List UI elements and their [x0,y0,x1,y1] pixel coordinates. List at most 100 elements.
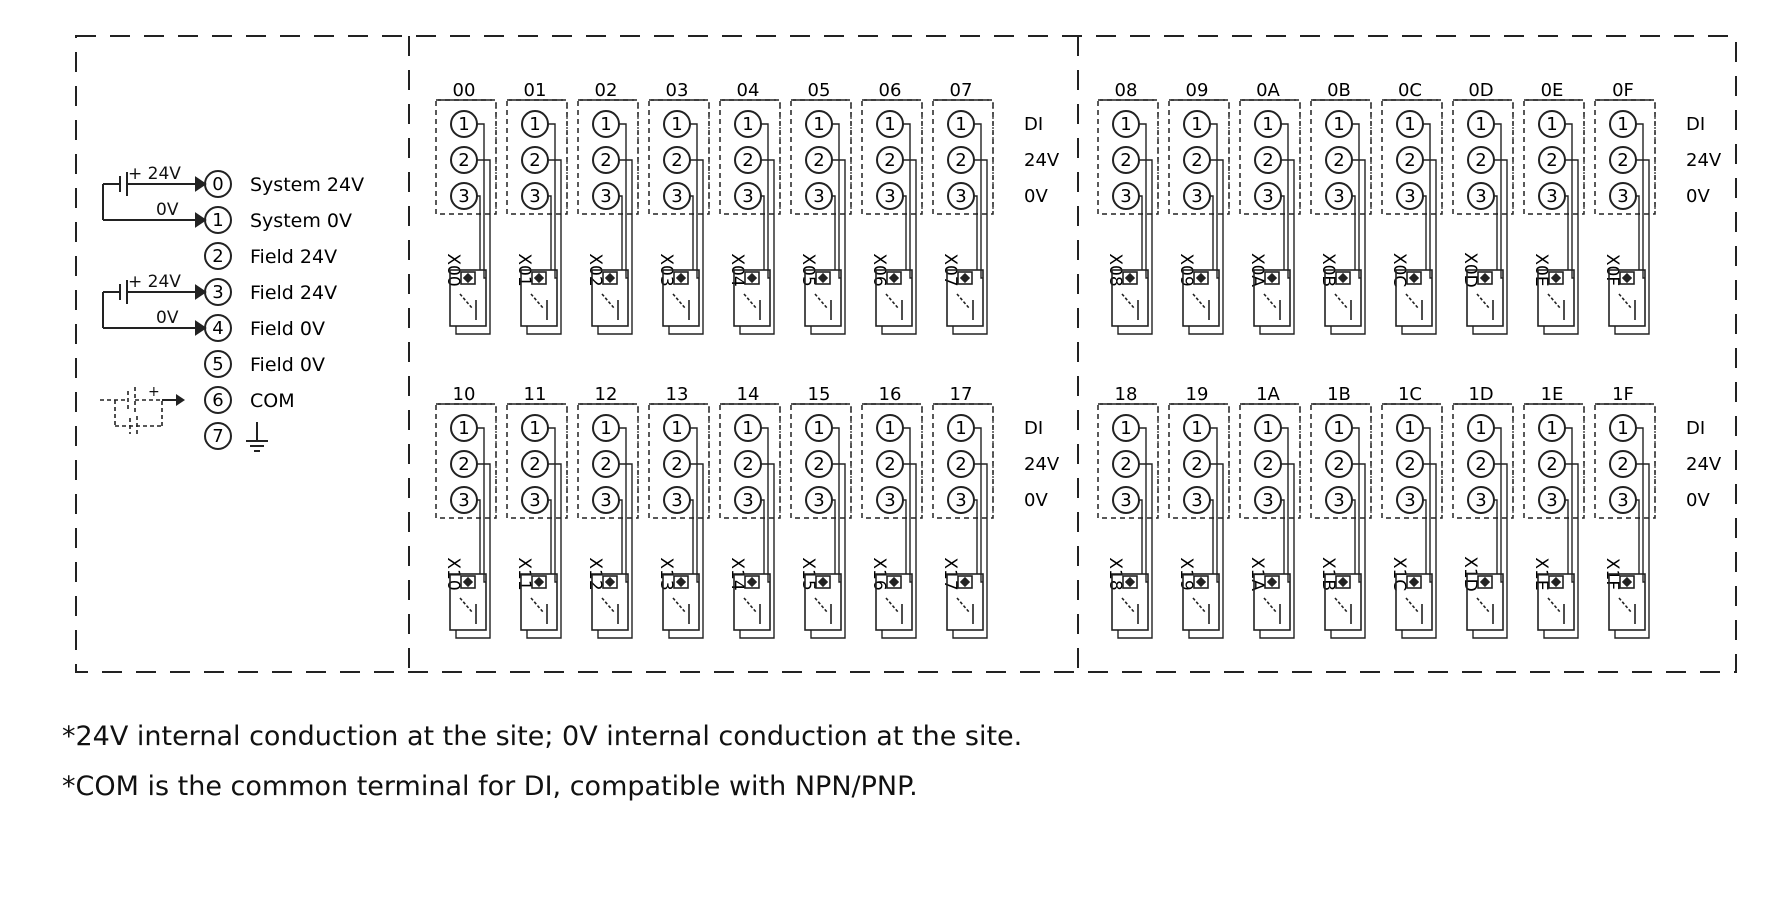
channel-group: 08123X0809123X090A123X0A0B123X0B0C123X0C… [1097,80,1722,335]
channel-terminal-number: 2 [1475,150,1486,171]
terminal-number: 6 [212,390,223,411]
channel-terminal-number: 3 [1262,186,1273,207]
sensor-switch-icon [1111,269,1149,327]
sensor-switch-icon [449,573,487,631]
channel-terminal-number: 3 [1262,490,1273,511]
channel-terminal-number: 2 [458,454,469,475]
channel-terminal-number: 1 [1546,114,1557,135]
channel-terminal-number: 1 [458,114,469,135]
channel-terminal-number: 3 [884,186,895,207]
sensor-switch-icon [1395,573,1433,631]
channel-terminal-number: 3 [1120,186,1131,207]
channel-label: 02 [595,80,618,101]
channel-wiring [1330,427,1366,639]
channel-terminal-number: 2 [1262,150,1273,171]
channel-terminal-number: 2 [813,150,824,171]
power-terminal: 6 COM [204,386,295,414]
channel-terminal-number: 1 [671,418,682,439]
channel-terminal-number: 2 [1333,150,1344,171]
notes: *24V internal conduction at the site; 0V… [62,712,1022,812]
sensor-switch-icon [520,269,558,327]
channel-label: 0C [1398,80,1422,101]
terminal-label: Field 0V [250,318,325,340]
channel-terminal-number: 3 [1617,490,1628,511]
sensor-switch-icon [591,269,629,327]
supply-zero-label: 0V [156,308,179,328]
note-com: *COM is the common terminal for DI, comp… [62,771,918,802]
pin-label: 24V [1686,150,1722,171]
sensor-switch-icon [733,269,771,327]
channel-terminal-number: 3 [742,490,753,511]
channel-terminal-number: 3 [955,186,966,207]
channel-terminal-number: 1 [1404,114,1415,135]
channel-wiring [1330,123,1366,335]
channel-wiring [739,427,775,639]
channel-label: 0A [1256,80,1280,101]
channel-terminal-number: 2 [813,454,824,475]
channel-label: 16 [879,384,902,405]
channel-terminal-number: 3 [671,490,682,511]
channel-label: 15 [808,384,831,405]
channel-wiring [668,427,704,639]
channel-terminal-number: 1 [529,114,540,135]
pin-label: DI [1686,114,1705,135]
channel-wiring [1117,427,1153,639]
sensor-switch-icon [520,573,558,631]
channel-terminal-number: 1 [742,114,753,135]
channel-terminal-number: 1 [1262,114,1273,135]
supply-plus-label: + 24V [128,164,181,184]
channel-label: 0F [1612,80,1634,101]
pin-label: 24V [1024,454,1060,475]
channel-label: 1A [1256,384,1280,405]
terminal-label: COM [250,390,295,412]
channel-label: 06 [879,80,902,101]
channel-terminal-number: 3 [1546,186,1557,207]
channel-terminal-number: 1 [813,114,824,135]
channel-terminal-number: 3 [1475,490,1486,511]
channel-terminal-number: 3 [1475,186,1486,207]
channel-wiring [1543,427,1579,639]
channel-label: 13 [666,384,689,405]
channel-terminal-number: 3 [671,186,682,207]
channel-wiring [952,427,988,639]
sensor-switch-icon [1253,573,1291,631]
com-supply-icon [100,387,163,436]
sensor-switch-icon [1253,269,1291,327]
channel-terminal-number: 2 [1120,150,1131,171]
channel-terminal-number: 3 [529,186,540,207]
sensor-switch-icon [946,269,984,327]
channel-label: 1D [1468,384,1493,405]
channel-terminal-number: 1 [1617,114,1628,135]
channel-terminal-number: 3 [1191,186,1202,207]
terminal-number: 0 [212,174,223,195]
channel-terminal-number: 1 [458,418,469,439]
channel-terminal-number: 3 [1617,186,1628,207]
channel-terminal-number: 3 [1546,490,1557,511]
channel-terminal-number: 3 [458,186,469,207]
sensor-switch-icon [733,573,771,631]
channel-terminal-number: 2 [884,150,895,171]
channel-terminal-number: 3 [1191,490,1202,511]
channel-label: 1C [1398,384,1422,405]
channel-terminal-number: 3 [1404,186,1415,207]
sensor-switch-icon [875,269,913,327]
channel-label: 0D [1468,80,1493,101]
channel-terminal-number: 1 [1404,418,1415,439]
channel-terminal-number: 3 [1120,490,1131,511]
sensor-switch-icon [591,573,629,631]
pin-label: 0V [1686,186,1710,207]
